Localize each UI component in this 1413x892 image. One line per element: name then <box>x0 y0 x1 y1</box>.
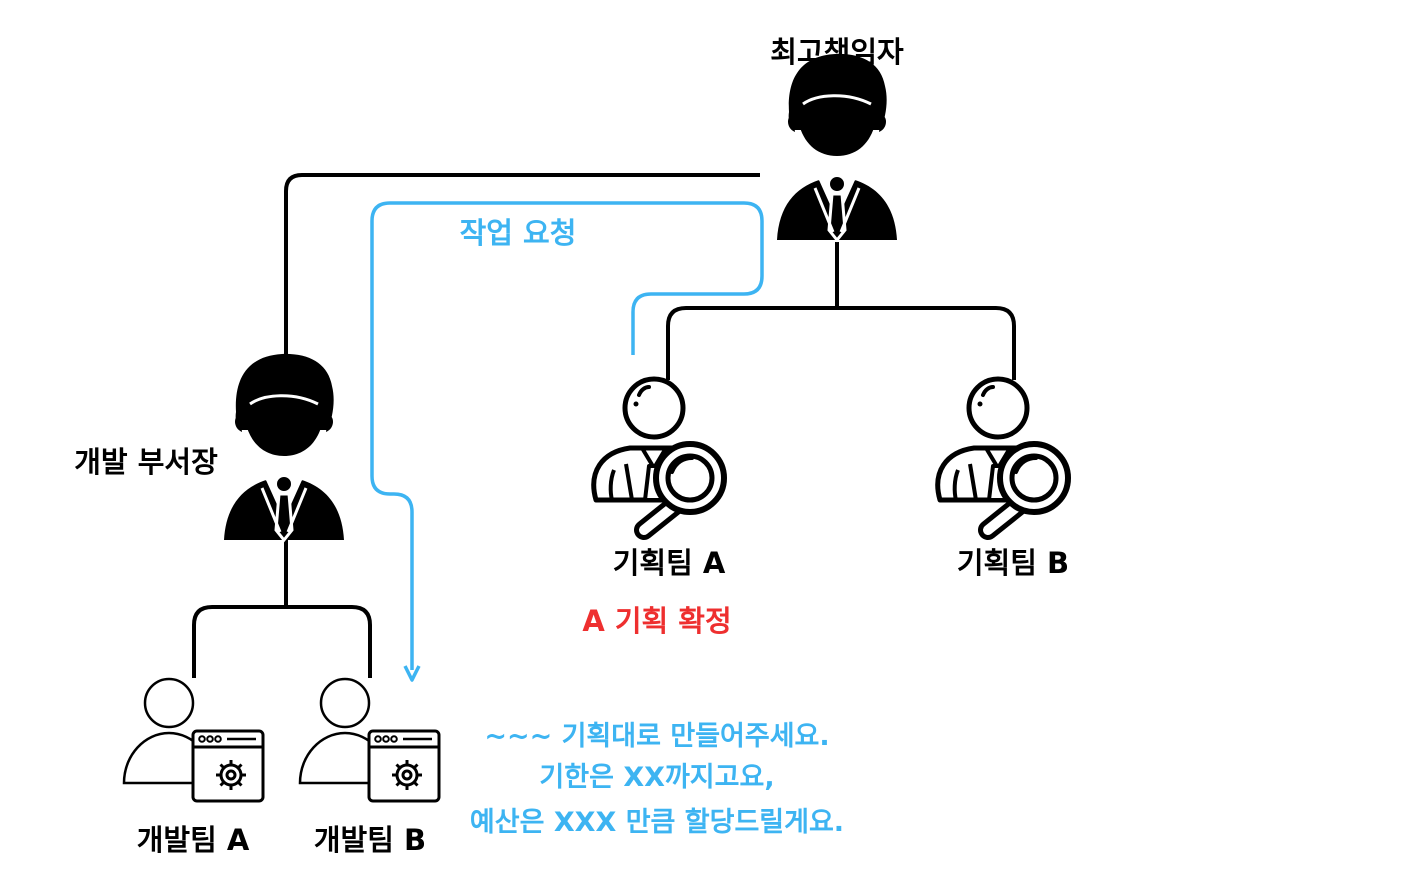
ceo-executive-icon <box>775 51 899 243</box>
request-flow-arrowhead <box>403 665 421 682</box>
plan-branch-line <box>666 306 1016 380</box>
dev-head-label: 개발 부서장 <box>74 445 218 479</box>
request-flow-line <box>370 201 764 670</box>
ceo-label: 최고책임자 <box>770 35 904 69</box>
dev-branch-line <box>192 605 372 678</box>
confirmed-label: A 기획 확정 <box>582 604 731 638</box>
request-flow <box>370 201 764 682</box>
dev-head-executive-icon <box>222 351 346 542</box>
ceo-to-dev-head-line <box>284 173 760 355</box>
plan-a-label: 기획팀 A <box>613 546 726 580</box>
request-label: 작업 요청 <box>460 216 577 250</box>
dev-b-label: 개발팀 B <box>314 823 426 857</box>
plan-a-analyst-icon <box>594 379 724 530</box>
dev-a-label: 개발팀 A <box>137 823 250 857</box>
dev-b-developer-icon <box>298 677 441 803</box>
message-line-1: ~~~ 기획대로 만들어주세요. <box>484 721 829 752</box>
plan-b-label: 기획팀 B <box>957 546 1069 580</box>
dev-a-developer-icon <box>122 677 265 803</box>
message-line-3: 예산은 XXX 만큼 할당드릴게요. <box>470 807 844 838</box>
hierarchy-lines <box>192 173 1016 678</box>
message-line-2: 기한은 XX까지고요, <box>539 762 774 793</box>
plan-b-analyst-icon <box>938 379 1068 530</box>
